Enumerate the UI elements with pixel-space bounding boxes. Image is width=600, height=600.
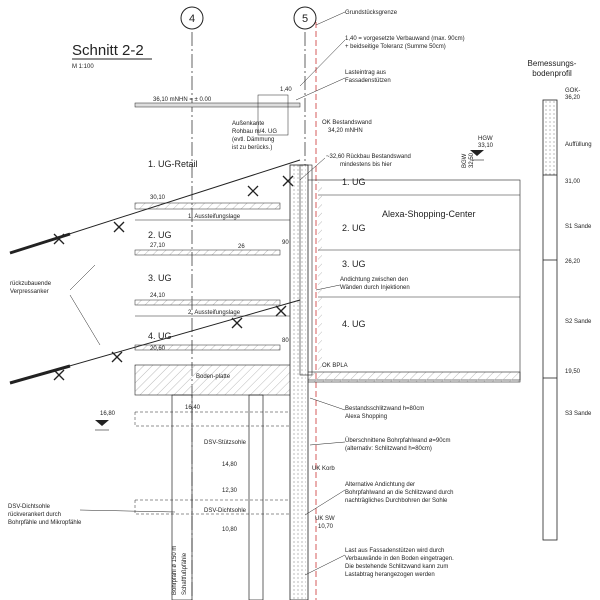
svg-text:1,40 = vorgesetzte Verbauwand: 1,40 = vorgesetzte Verbauwand (max. 90cm… [345, 36, 465, 42]
svg-text:+ beidseitige Toleranz (Summe: + beidseitige Toleranz (Summe 50cm) [345, 44, 446, 50]
svg-text:DSV-Stützsohle: DSV-Stützsohle [204, 440, 247, 446]
svg-text:24,10: 24,10 [150, 293, 166, 299]
svg-text:1,40: 1,40 [280, 87, 292, 93]
floor-labels-right: 1. UG 2. UG 3. UG 4. UG Alexa-Shopping-C… [342, 177, 476, 329]
svg-text:27,10: 27,10 [150, 243, 166, 249]
svg-text:OK BPLA: OK BPLA [322, 363, 348, 369]
retaining-walls [171, 94, 313, 600]
svg-text:Rohbau m/4. UG: Rohbau m/4. UG [232, 129, 277, 135]
svg-text:Bohrpfahlwand an die Schlitzwa: Bohrpfahlwand an die Schlitzwand durch [345, 490, 453, 496]
svg-text:20,60: 20,60 [150, 346, 166, 352]
svg-text:4. UG: 4. UG [342, 319, 366, 329]
svg-text:Bohrpfähle und Mikropfähle: Bohrpfähle und Mikropfähle [8, 520, 82, 526]
svg-text:36,20: 36,20 [565, 95, 581, 101]
svg-text:2. Aussteifungslage: 2. Aussteifungslage [188, 310, 241, 316]
svg-text:16,40: 16,40 [185, 405, 201, 411]
svg-text:19,50: 19,50 [565, 369, 581, 375]
dimensions: 1,40 90 80 26 Bohrpfahl ø 150 m Schaftfu… [172, 87, 292, 595]
axis-marker-4: 4 [180, 6, 204, 30]
svg-text:2. UG: 2. UG [148, 230, 172, 240]
level-values: 36,10 mNHN = ± 0.00 30,10 27,10 24,10 20… [100, 97, 247, 533]
svg-text:Lasteintrag aus: Lasteintrag aus [345, 70, 386, 76]
svg-text:Grundstücksgrenze: Grundstücksgrenze [345, 10, 398, 16]
svg-text:80: 80 [282, 338, 289, 344]
svg-text:Last aus Fassadenstützen wird: Last aus Fassadenstützen wird durch [345, 548, 444, 554]
svg-text:1. UG-Retail: 1. UG-Retail [148, 159, 198, 169]
svg-text:Alternative Andichtung der: Alternative Andichtung der [345, 482, 415, 488]
callouts [69, 11, 346, 576]
svg-text:5: 5 [302, 13, 308, 25]
svg-text:Auffüllung: Auffüllung [565, 142, 592, 148]
svg-text:10,70: 10,70 [318, 524, 334, 530]
svg-text:(evtl. Dämmung: (evtl. Dämmung [232, 137, 274, 143]
svg-text:1. UG: 1. UG [342, 177, 366, 187]
svg-text:Boden-platte: Boden-platte [196, 374, 231, 380]
svg-text:~32,60 Rückbau Bestandswand: ~32,60 Rückbau Bestandswand [326, 154, 411, 160]
svg-text:ist zu berücks.): ist zu berücks.) [232, 145, 272, 151]
svg-text:S3 Sande: S3 Sande [565, 411, 592, 417]
svg-text:Bestandsschlitzwand h=80cm: Bestandsschlitzwand h=80cm [345, 406, 424, 412]
svg-text:S1 Sande: S1 Sande [565, 224, 592, 230]
svg-text:33,10: 33,10 [478, 143, 494, 149]
svg-text:Die bestehende Schlitzwand kan: Die bestehende Schlitzwand kann zum [345, 564, 448, 570]
svg-text:rückverankert durch: rückverankert durch [8, 512, 61, 518]
ground-anchors [9, 159, 301, 385]
svg-text:3. UG: 3. UG [148, 273, 172, 283]
svg-text:mindestens bis hier: mindestens bis hier [340, 162, 392, 168]
bracing-layers: 1. Aussteifungslage 2. Aussteifungslage [135, 214, 295, 317]
floor-labels-left: 1. UG-Retail 2. UG 3. UG 4. UG [148, 159, 198, 341]
floor-slabs [134, 102, 306, 515]
svg-text:3. UG: 3. UG [342, 259, 366, 269]
svg-text:GOK-: GOK- [565, 88, 580, 94]
axis-marker-5: 5 [293, 6, 317, 30]
svg-text:36,10 mNHN = ± 0.00: 36,10 mNHN = ± 0.00 [153, 97, 212, 103]
svg-text:UK SW: UK SW [315, 516, 335, 522]
svg-text:12,30: 12,30 [222, 488, 238, 494]
svg-text:DSV-Dichtsohle: DSV-Dichtsohle [204, 508, 247, 514]
svg-text:Überschnittene Bohrpfahlwand ø: Überschnittene Bohrpfahlwand ø=90cm [345, 437, 451, 444]
svg-text:4: 4 [189, 13, 195, 25]
svg-text:DSV-Dichtsohle: DSV-Dichtsohle [8, 504, 51, 510]
svg-text:16,80: 16,80 [100, 411, 116, 417]
svg-text:Andichtung zwischen den: Andichtung zwischen den [340, 277, 408, 283]
existing-building [299, 179, 521, 383]
svg-text:Bemessungs-: Bemessungs- [528, 59, 577, 68]
svg-text:rückzubauende: rückzubauende [10, 281, 52, 287]
svg-text:S2 Sande: S2 Sande [565, 319, 592, 325]
svg-text:(alternativ: Schlitzwand h=80c: (alternativ: Schlitzwand h=80cm) [345, 446, 432, 452]
svg-text:nachträgliches Durchbohren der: nachträgliches Durchbohren der Sohle [345, 498, 448, 504]
svg-text:BGW: BGW [462, 153, 468, 168]
svg-text:26: 26 [238, 244, 245, 250]
section-scale: M 1:100 [72, 64, 94, 70]
svg-text:bodenprofil: bodenprofil [532, 69, 572, 78]
svg-text:Verbauwände in den Boden einge: Verbauwände in den Boden eingetragen. [345, 556, 454, 562]
svg-text:UK Korb: UK Korb [312, 466, 335, 472]
svg-text:Alexa Shopping: Alexa Shopping [345, 414, 387, 420]
water-level-markers [95, 150, 484, 431]
svg-text:1. Aussteifungslage: 1. Aussteifungslage [188, 214, 241, 220]
svg-text:Außenkante: Außenkante [232, 121, 265, 127]
svg-text:2. UG: 2. UG [342, 223, 366, 233]
section-title: Schnitt 2-2 [72, 42, 144, 59]
svg-text:Schaftfußpfähle: Schaftfußpfähle [182, 552, 188, 595]
svg-text:4. UG: 4. UG [148, 331, 172, 341]
soil-profile: Bemessungs- bodenprofil GOK- 36,20 Auffü… [528, 59, 592, 541]
svg-text:31,00: 31,00 [565, 179, 581, 185]
svg-text:Fassadenstützen: Fassadenstützen [345, 78, 391, 84]
svg-text:OK Bestandswand: OK Bestandswand [322, 120, 372, 126]
callout-texts: Grundstücksgrenze 1,40 = vorgesetzte Ver… [8, 10, 494, 578]
svg-text:Verpressanker: Verpressanker [10, 289, 49, 295]
svg-text:Wänden durch Injektionen: Wänden durch Injektionen [340, 285, 410, 291]
svg-text:30,10: 30,10 [150, 195, 166, 201]
svg-text:HGW: HGW [478, 136, 493, 142]
svg-text:Lastabtrag herangezogen werden: Lastabtrag herangezogen werden [345, 572, 435, 578]
svg-text:90: 90 [282, 240, 289, 246]
svg-text:26,20: 26,20 [565, 259, 581, 265]
svg-text:Bohrpfahl ø 150 m: Bohrpfahl ø 150 m [172, 546, 178, 595]
svg-text:10,80: 10,80 [222, 527, 238, 533]
building-name: Alexa-Shopping-Center [382, 209, 476, 219]
svg-text:14,80: 14,80 [222, 462, 238, 468]
svg-text:34,20 mNHN: 34,20 mNHN [328, 128, 363, 134]
